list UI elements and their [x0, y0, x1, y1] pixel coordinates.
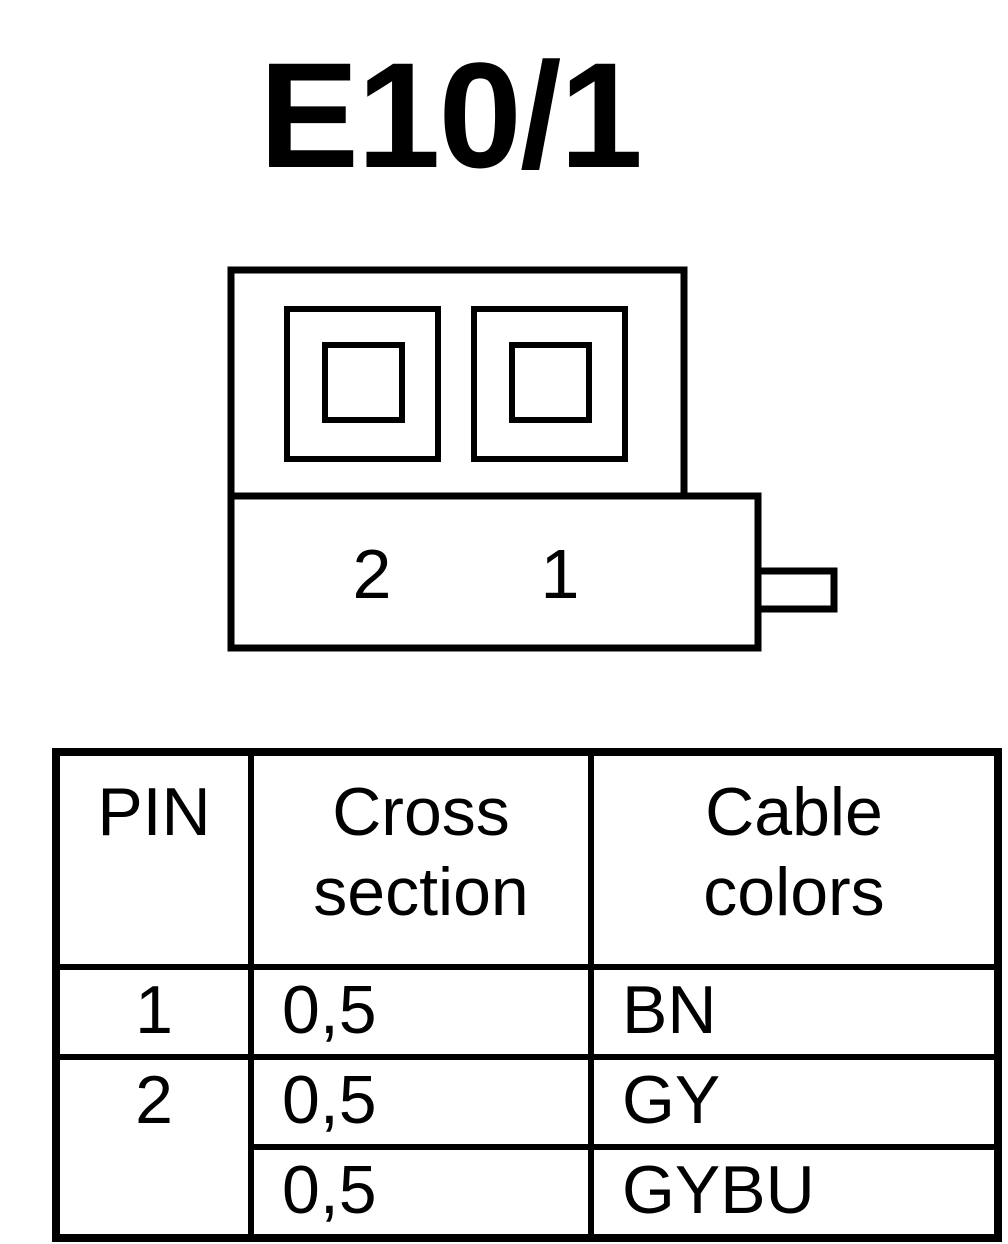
pin-1-cavity-outer	[471, 306, 628, 462]
pin-assignment-table: PIN Cross section Cable colors 1 0,5 BN …	[52, 748, 1002, 1242]
row-2-pin: 2	[53, 1054, 254, 1241]
pin-2-cavity-outer	[284, 306, 441, 462]
pin-1-cavity-inner	[509, 342, 592, 423]
header-pin: PIN	[53, 749, 254, 970]
header-cable-colors: Cable colors	[588, 749, 1001, 970]
pin-label-1: 1	[541, 535, 580, 613]
table-header-row: PIN Cross section Cable colors	[53, 749, 1001, 970]
connector-latch	[754, 567, 838, 613]
connector-diagram: 2 1	[227, 266, 838, 652]
table-row: 2 0,5 GY	[53, 1054, 1001, 1241]
row-3-cable-color: GYBU	[588, 1144, 1001, 1241]
table-row: 1 0,5 BN	[53, 964, 1001, 1060]
connector-housing-top	[227, 266, 688, 496]
row-3-cross-section: 0,5	[248, 1144, 594, 1241]
table-row: 0,5 GYBU	[56, 1144, 1001, 1241]
connector-title: E10/1	[259, 31, 643, 199]
row-1-cable-color: BN	[588, 964, 1001, 1060]
row-1-cross-section: 0,5	[248, 964, 594, 1060]
pin-label-2: 2	[353, 535, 392, 613]
row-1-pin: 1	[53, 964, 254, 1060]
header-cross-section: Cross section	[248, 749, 594, 970]
pin-2-cavity-inner	[322, 342, 405, 423]
connector-housing-bottom	[227, 492, 762, 652]
row-2-cable-color: GY	[588, 1054, 1001, 1150]
row-2-cross-section: 0,5	[248, 1054, 594, 1150]
